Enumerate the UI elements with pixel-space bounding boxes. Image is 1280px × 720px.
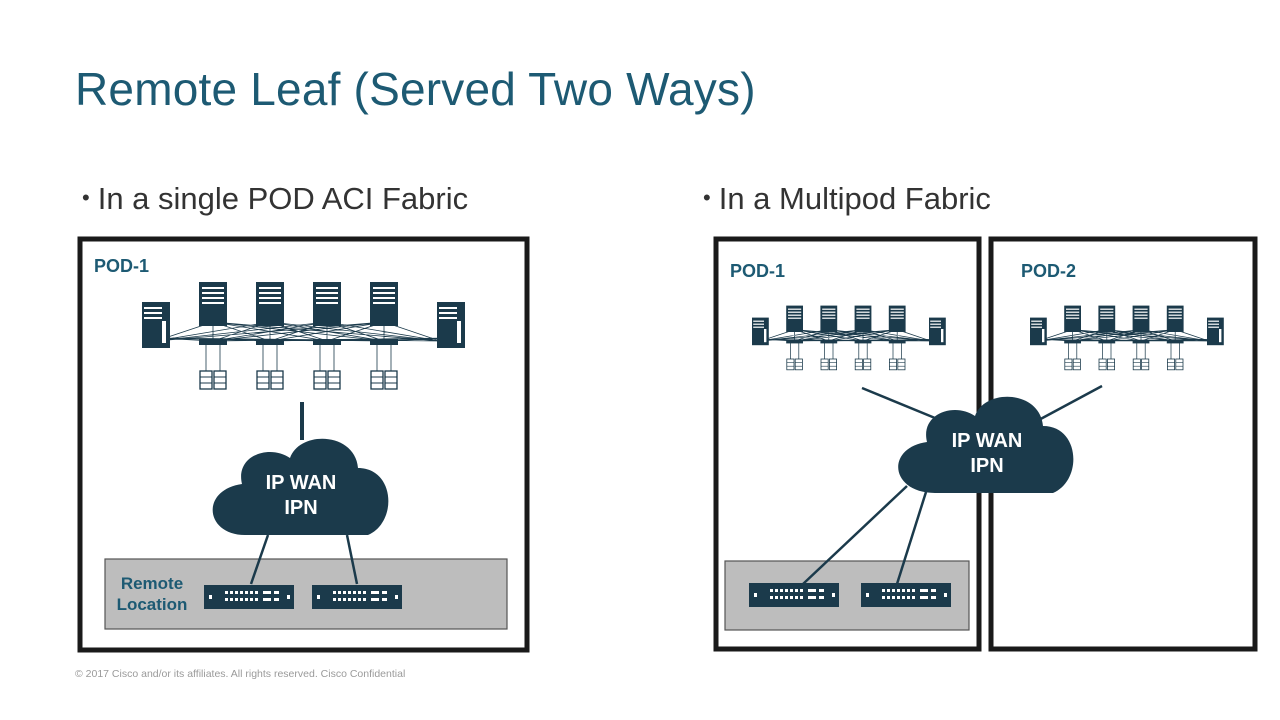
leaf-switch-1 (199, 339, 227, 345)
leaf-switch-3 (313, 339, 341, 345)
pod2-label-right: POD-2 (1021, 261, 1076, 281)
ipn-cloud-right (898, 396, 1074, 493)
pod1-label-left: POD-1 (94, 256, 149, 276)
bullet-multipod: • In a Multipod Fabric (703, 181, 991, 217)
cloud-right-line1: IP WAN (952, 430, 1023, 452)
fabric-pod2-right (1030, 305, 1224, 371)
remote-location-box (104, 558, 508, 630)
remote-leaf-switch-4 (861, 583, 951, 607)
spine-switch-1 (199, 282, 227, 326)
spine-switch-2 (256, 282, 284, 326)
ipn-cloud-left (212, 438, 389, 535)
leaf-switch-4 (370, 339, 398, 345)
cloud-left-line2: IPN (284, 497, 317, 519)
footer-copyright: © 2017 Cisco and/or its affiliates. All … (75, 668, 406, 680)
ipn-links-right (802, 384, 1103, 585)
bullet-single-pod-text: In a single POD ACI Fabric (97, 181, 469, 216)
spine-switch-3 (313, 282, 341, 326)
fabric-pod1-right (752, 305, 946, 371)
cloud-left-line1: IP WAN (266, 472, 337, 494)
bullet-multipod-text: In a Multipod Fabric (718, 181, 991, 216)
link-cloud-remote-2 (345, 534, 359, 585)
border-leaf-right (437, 302, 465, 348)
link-cloud-remote-1 (249, 534, 270, 585)
spine-switch-4 (370, 282, 398, 326)
leaf-switch-2 (256, 339, 284, 345)
remote-leaf-switch-3 (749, 583, 839, 607)
bullet-dot: • (82, 185, 90, 210)
remote-leaf-switch-2 (312, 585, 402, 609)
fabric-left (142, 282, 465, 390)
bullet-dot: • (703, 185, 711, 210)
pod1-label-right: POD-1 (730, 261, 785, 281)
border-leaf-left (142, 302, 170, 348)
bullet-single-pod: • In a single POD ACI Fabric (82, 181, 468, 217)
cloud-right-line2: IPN (970, 455, 1003, 477)
remote-label-line2: Location (117, 595, 188, 614)
remote-leaf-switch-1 (204, 585, 294, 609)
slide-title: Remote Leaf (Served Two Ways) (75, 63, 756, 115)
remote-label-line1: Remote (121, 574, 183, 593)
